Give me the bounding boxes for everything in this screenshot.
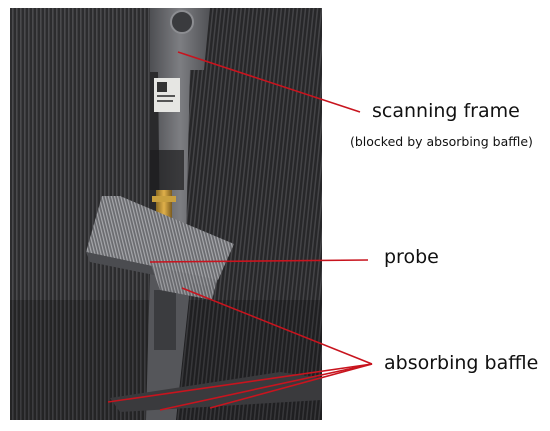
photograph xyxy=(10,8,322,420)
label-absorbing-baffle: absorbing baffle xyxy=(384,352,539,374)
absorber-panel-left xyxy=(10,8,150,420)
leader-baffle-4 xyxy=(209,363,373,409)
absorber-panel-right xyxy=(176,8,322,420)
leader-lines xyxy=(107,51,373,411)
leader-probe xyxy=(149,259,369,263)
leader-baffle-2 xyxy=(107,363,373,403)
label-scanning-frame-note: (blocked by absorbing baffle) xyxy=(350,134,533,149)
baffle-strip-lower xyxy=(110,372,322,412)
leader-baffle-1 xyxy=(181,287,373,365)
scanning-frame xyxy=(146,8,210,420)
absorbing-baffle xyxy=(86,196,234,300)
label-scanning-frame: scanning frame xyxy=(372,100,520,122)
leader-baffle-3 xyxy=(159,363,373,411)
label-probe: probe xyxy=(384,246,439,268)
leader-scanning-frame xyxy=(177,51,361,113)
